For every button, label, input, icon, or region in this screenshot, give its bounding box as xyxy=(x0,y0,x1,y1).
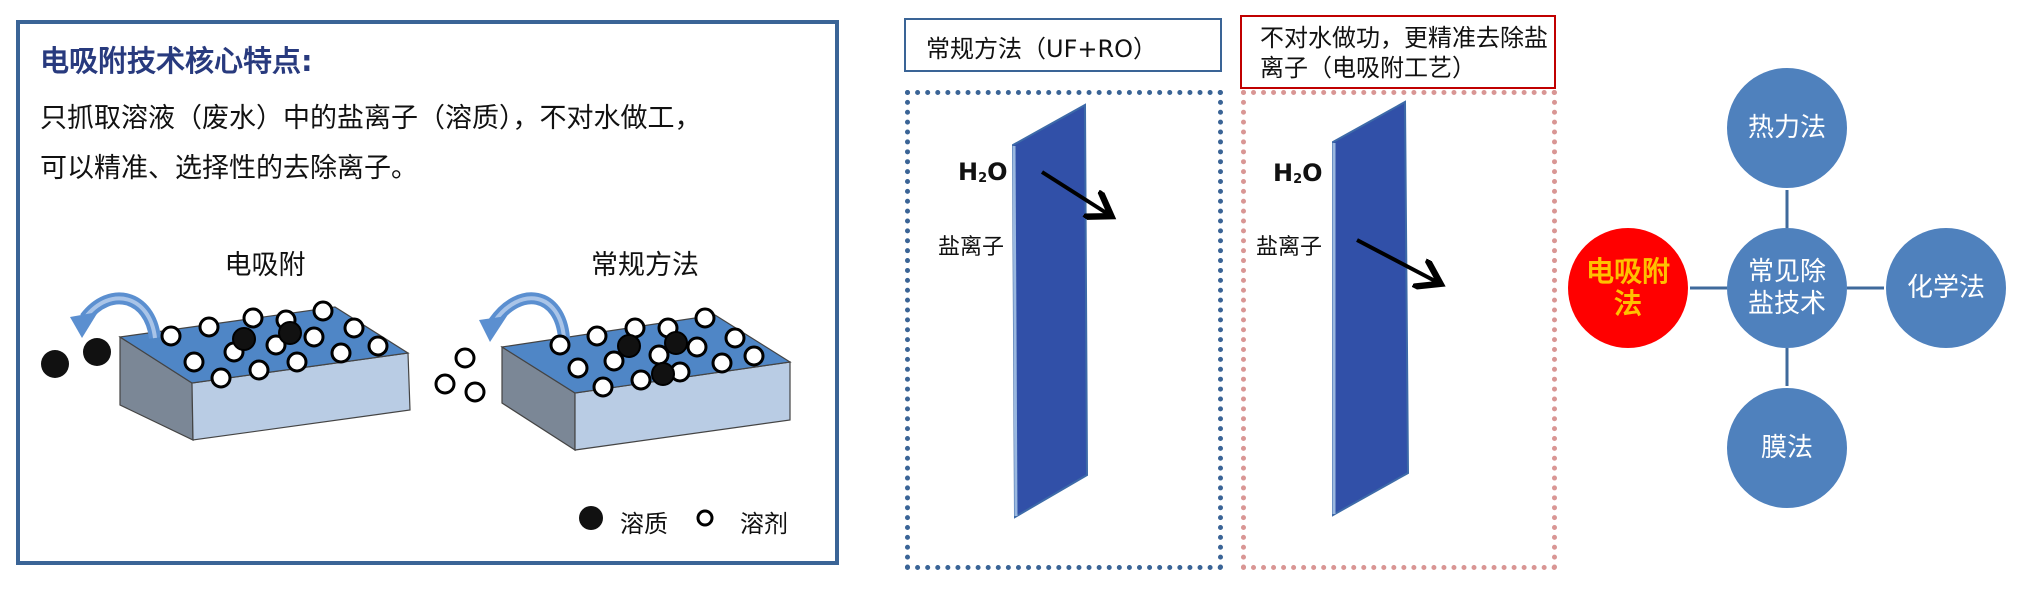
features-line-1: 只抓取溶液（废水）中的盐离子（溶质），不对水做工， xyxy=(40,103,702,134)
technique-node-thermal: 热力法 xyxy=(1727,68,1847,188)
electro-ion-label: 盐离子 xyxy=(1256,235,1323,260)
electro-water-label: H2O xyxy=(1273,159,1323,187)
technique-node-membrane: 膜法 xyxy=(1727,388,1847,508)
conventional-method-panel xyxy=(905,90,1223,570)
electro-adsorption-illustration xyxy=(41,292,411,441)
membrane-conventional-icon xyxy=(1011,103,1108,519)
technique-node-center: 常见除盐技术 xyxy=(1727,228,1847,348)
features-title: 电吸附技术核心特点: xyxy=(40,44,313,78)
electro-method-label: 不对水做功，更精准去除盐离子（电吸附工艺） xyxy=(1240,15,1556,89)
legend-solute-icon xyxy=(579,506,603,530)
conventional-illustration xyxy=(434,292,792,452)
technique-connectors xyxy=(1690,190,1884,386)
legend-solute-label: 溶质 xyxy=(620,510,668,538)
caption-conventional: 常规方法 xyxy=(591,250,699,281)
conventional-ion-label: 盐离子 xyxy=(938,235,1005,260)
legend-solvent-icon xyxy=(696,509,714,527)
conventional-water-label: H2O xyxy=(958,158,1008,186)
caption-electro-adsorption: 电吸附 xyxy=(224,250,306,281)
conventional-method-label: 常规方法（UF+RO） xyxy=(904,18,1222,72)
membrane-electro-icon xyxy=(1332,100,1437,517)
technique-node-chemical: 化学法 xyxy=(1886,228,2006,348)
features-box xyxy=(16,20,839,565)
legend-solvent-label: 溶剂 xyxy=(740,510,788,538)
features-line-2: 可以精准、选择性的去除离子。 xyxy=(40,153,418,184)
technique-node-electro-adsorption: 电吸附法 xyxy=(1568,228,1688,348)
electro-method-panel xyxy=(1241,90,1557,570)
